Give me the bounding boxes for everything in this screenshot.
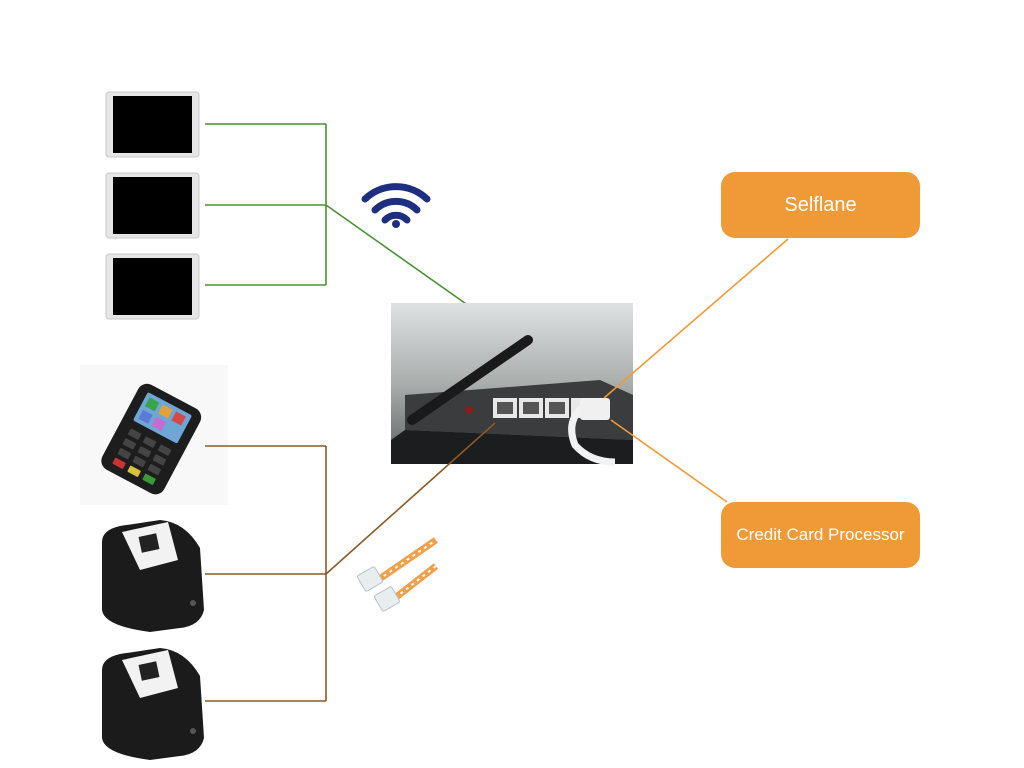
ethernet-cable-icon: [357, 537, 439, 612]
wireless-links: [205, 123, 504, 331]
tablet-2: [105, 172, 200, 239]
card-terminal-icon: [80, 365, 228, 505]
selflane-node: Selflane: [721, 172, 920, 238]
credit-card-processor-label: Credit Card Processor: [736, 525, 905, 544]
cloud-links: [603, 238, 789, 503]
tablet-1: [105, 91, 200, 158]
credit-card-processor-node: Credit Card Processor: [721, 502, 920, 568]
tablet-3: [105, 253, 200, 320]
selflane-label: Selflane: [784, 193, 857, 216]
wired-links: [205, 422, 496, 702]
wifi-icon: [361, 183, 431, 228]
receipt-printer-2: [102, 648, 204, 760]
router-photo: [391, 303, 633, 466]
receipt-printer-1: [102, 520, 204, 632]
